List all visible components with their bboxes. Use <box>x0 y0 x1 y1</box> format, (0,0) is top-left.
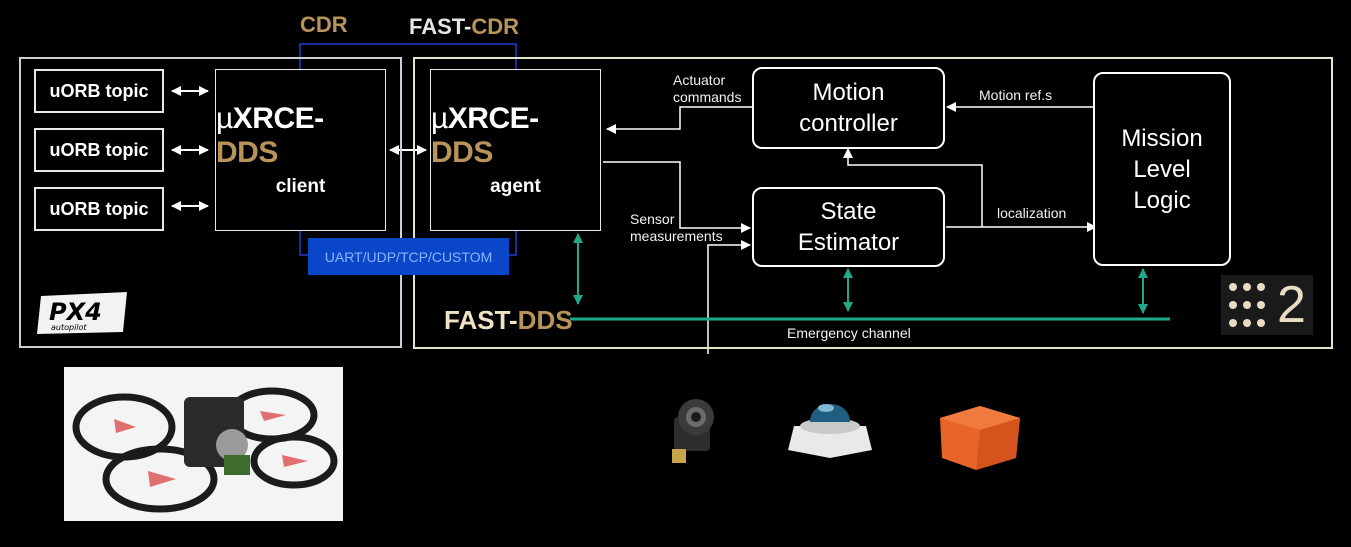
px4-frame <box>19 57 402 348</box>
sensor-measurements-arrow <box>603 161 751 233</box>
drone-illustration <box>72 387 338 513</box>
uorb-topic-box: uORB topic <box>34 187 164 231</box>
px4-logo: PX4 autopilot <box>35 290 130 336</box>
ros2-logo: 2 <box>1221 275 1313 335</box>
state-estimator-box: State Estimator <box>752 187 945 267</box>
fast-dds-label: FAST-DDS <box>444 305 573 335</box>
px4-logo-icon: PX4 autopilot <box>37 292 127 334</box>
motion-controller-box: Motion controller <box>752 67 945 149</box>
svg-text:PX4: PX4 <box>49 298 102 326</box>
fast-cdr-label: FAST-CDR <box>409 14 520 39</box>
motion-refs-label: Motion ref.s <box>979 87 1053 103</box>
transport-label: UART/UDP/TCP/CUSTOM <box>308 238 509 275</box>
ros2-frame <box>413 57 1333 349</box>
emergency-channel-label: Emergency channel <box>787 325 911 341</box>
drone-image <box>64 367 343 521</box>
mission-logic-box: Mission Level Logic <box>1093 72 1231 266</box>
agent-role: agent <box>490 176 541 197</box>
ros2-logo-number: 2 <box>1277 276 1306 334</box>
lidar-sensor-image <box>786 392 874 460</box>
client-role: client <box>275 176 326 197</box>
client-title: µXRCE-DDS <box>216 102 324 169</box>
svg-text:autopilot: autopilot <box>51 323 87 332</box>
xrce-dds-client: µXRCE-DDS client <box>215 69 386 231</box>
camera-sensor-image <box>666 395 724 465</box>
cdr-label: CDR <box>300 12 348 37</box>
camera-icon <box>672 399 714 463</box>
ros2-dots-icon <box>1229 283 1265 327</box>
lidar-icon <box>788 404 872 458</box>
flight-controller-icon <box>940 406 1020 470</box>
actuator-commands-arrow <box>606 106 752 134</box>
agent-title: µXRCE-DDS <box>431 102 539 169</box>
uorb-topic-box: uORB topic <box>34 128 164 172</box>
localization-label: localization <box>997 205 1067 221</box>
uorb-topic-box: uORB topic <box>34 69 164 113</box>
localization-branch-arrow <box>843 148 983 227</box>
xrce-dds-agent: µXRCE-DDS agent <box>430 69 601 231</box>
flight-controller-image <box>936 400 1022 472</box>
